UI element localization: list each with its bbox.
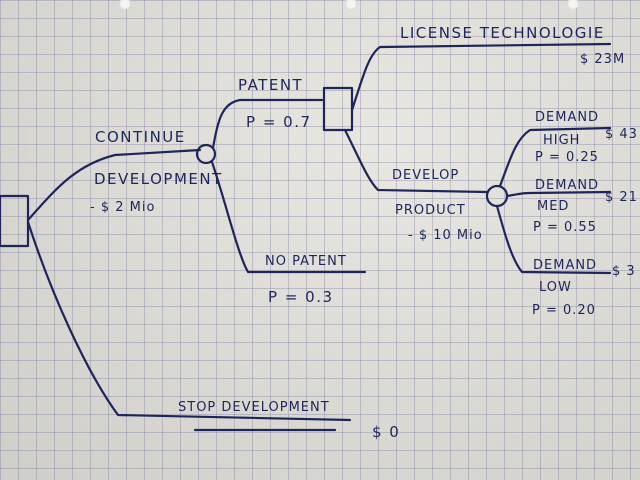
development-label: DEVELOPMENT bbox=[94, 170, 223, 188]
demand-low-label: DEMAND bbox=[533, 258, 598, 273]
patent-probability: P = 0.7 bbox=[246, 113, 312, 131]
branch-license bbox=[350, 42, 612, 112]
patent-label: PATENT bbox=[238, 76, 304, 94]
stop-development-label: STOP DEVELOPMENT bbox=[178, 400, 330, 415]
low-probability: P = 0.20 bbox=[532, 303, 596, 318]
branch-patent bbox=[211, 98, 324, 150]
med-value: $ 21 bbox=[605, 190, 638, 205]
branch-develop bbox=[343, 128, 489, 194]
patent-chance-node bbox=[195, 143, 217, 165]
branch-no-patent bbox=[210, 160, 367, 274]
develop-label: DEVELOP bbox=[392, 168, 460, 183]
binder-hole bbox=[345, 0, 357, 9]
high-probability: P = 0.25 bbox=[535, 150, 599, 165]
license-label: LICENSE TECHNOLOGIE bbox=[400, 24, 605, 42]
no-patent-label: NO PATENT bbox=[265, 254, 347, 269]
demand-med-label: DEMAND bbox=[535, 178, 600, 193]
branch-demand-low bbox=[495, 204, 612, 275]
demand-chance-node bbox=[485, 184, 509, 208]
med-probability: P = 0.55 bbox=[533, 220, 597, 235]
continue-label: CONTINUE bbox=[95, 128, 186, 146]
high-label: HIGH bbox=[543, 133, 581, 148]
low-value: $ 3 bbox=[612, 264, 636, 279]
demand-high-label: DEMAND bbox=[535, 110, 600, 125]
branch-continue bbox=[26, 148, 202, 222]
stop-value: $ 0 bbox=[372, 423, 401, 441]
license-decision-node bbox=[322, 86, 354, 132]
high-value: $ 43 bbox=[605, 127, 638, 142]
product-cost: - $ 10 Mio bbox=[408, 228, 483, 243]
root-decision-node bbox=[0, 194, 30, 248]
development-cost: - $ 2 Mio bbox=[90, 200, 156, 215]
license-value: $ 23M bbox=[580, 52, 626, 67]
branch-demand-med bbox=[505, 190, 612, 198]
low-label: LOW bbox=[539, 280, 572, 295]
branch-stop bbox=[26, 220, 352, 422]
no-patent-probability: P = 0.3 bbox=[268, 288, 334, 306]
binder-hole bbox=[567, 0, 579, 9]
product-label: PRODUCT bbox=[395, 203, 466, 218]
branch-demand-high bbox=[498, 126, 612, 188]
med-label: MED bbox=[537, 199, 570, 214]
binder-hole bbox=[119, 0, 131, 9]
